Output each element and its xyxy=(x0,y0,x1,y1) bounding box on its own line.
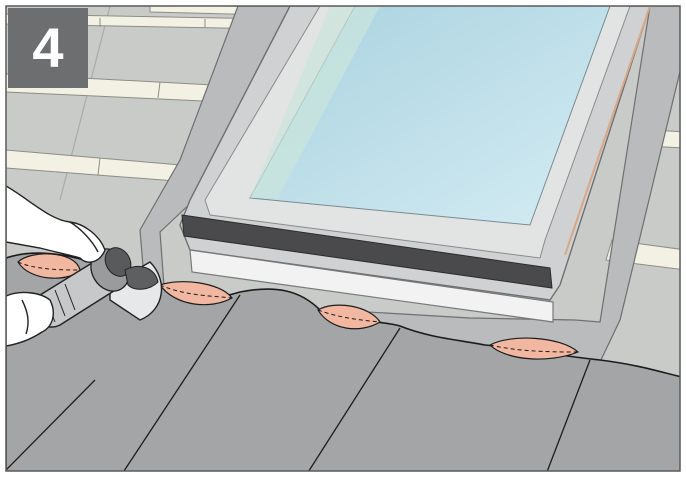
step-number-badge: 4 xyxy=(8,8,88,88)
